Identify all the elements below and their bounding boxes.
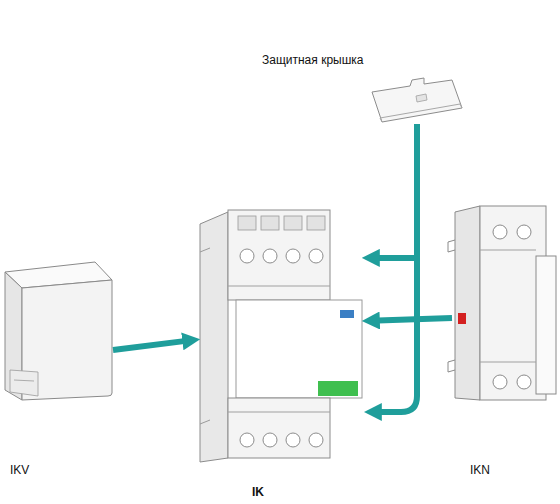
upper-terminal-block <box>228 210 330 300</box>
cover-plate-notch <box>416 94 427 102</box>
lower-screws <box>240 433 323 447</box>
part-label: IKV <box>10 463 29 477</box>
terminal-cavity <box>238 216 256 230</box>
contactor: IK <box>200 205 362 463</box>
terminal-screw <box>517 225 531 239</box>
cover-plate-outline <box>372 78 462 122</box>
status-window <box>318 381 358 396</box>
terminal-cavity <box>307 216 325 230</box>
terminal-cavity <box>284 216 302 230</box>
step-edge <box>228 286 330 287</box>
ikv-clip-slot <box>14 380 34 381</box>
ikv-module-drawing <box>5 262 112 400</box>
contactor-side <box>200 212 228 462</box>
auxiliary-module: IKV <box>5 262 113 404</box>
front-cover <box>236 300 362 398</box>
step-edge <box>228 412 330 413</box>
terminal-screw <box>263 249 277 263</box>
ikn-clip <box>448 240 455 372</box>
terminal-cavity <box>261 216 279 230</box>
cover-plate-drawing <box>372 78 462 122</box>
auxiliary-contact-block: IKN <box>452 203 556 403</box>
ikn-slider <box>458 313 466 324</box>
cover-plate-edge <box>380 104 462 122</box>
ikn-side-face <box>455 206 480 400</box>
ikn-step-edge <box>480 250 536 362</box>
cover-plate: Защитная крышка <box>370 76 464 124</box>
terminal-screw <box>286 249 300 263</box>
part-label: IKN <box>470 463 490 477</box>
ikn-block-drawing <box>448 206 556 400</box>
mounting-arrow <box>378 318 452 321</box>
terminal-screw <box>263 433 277 447</box>
part-label: Защитная крышка <box>262 53 364 67</box>
terminal-screw <box>493 225 507 239</box>
terminal-screw <box>240 249 254 263</box>
terminal-screw <box>240 433 254 447</box>
terminal-screw <box>286 433 300 447</box>
upper-terminal-cavities <box>238 216 325 230</box>
ikn-bump <box>536 256 556 394</box>
mounting-arrow <box>113 341 184 350</box>
contactor-drawing <box>200 210 362 462</box>
mounting-arrow <box>378 124 417 258</box>
din-notch <box>200 248 210 424</box>
lower-terminal-block <box>228 398 330 458</box>
terminal-screw <box>309 433 323 447</box>
terminal-screw <box>309 249 323 263</box>
ikv-clip <box>10 370 38 396</box>
upper-screws <box>240 249 323 263</box>
terminal-screw <box>517 375 531 389</box>
terminal-screw <box>493 375 507 389</box>
part-label: IK <box>252 485 264 499</box>
brand-logo <box>340 310 354 318</box>
cover-arrow-branch <box>380 258 417 412</box>
